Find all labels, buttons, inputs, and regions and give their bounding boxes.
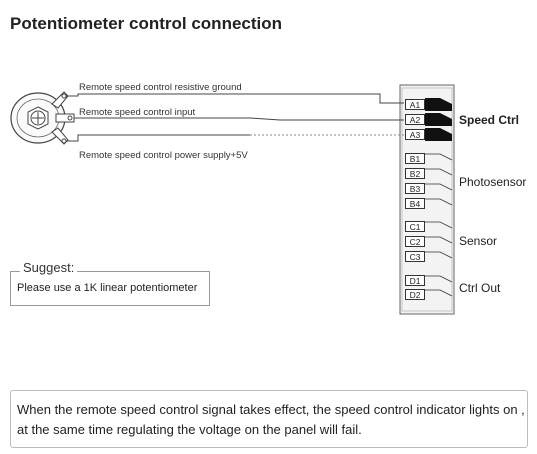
power-wire-label: Remote speed control power supply+5V [79, 150, 248, 161]
pin-c2: C2 [405, 236, 425, 247]
pin-a3: A3 [405, 129, 425, 140]
ctrl-out-label: Ctrl Out [459, 281, 501, 295]
ground-wire [66, 93, 404, 104]
pin-c3: C3 [405, 251, 425, 262]
pin-b1: B1 [405, 153, 425, 164]
pin-b4: B4 [405, 198, 425, 209]
page-title: Potentiometer control connection [10, 14, 283, 33]
input-wire [74, 117, 404, 121]
suggest-box [10, 271, 210, 306]
note-box [10, 390, 528, 448]
pin-a2: A2 [405, 114, 425, 125]
input-wire-label: Remote speed control input [79, 107, 196, 118]
power-wire-solid [66, 134, 250, 142]
pin-c1: C1 [405, 221, 425, 232]
pin-d1: D1 [405, 275, 425, 286]
suggest-legend: Suggest: [20, 260, 78, 275]
note-text: When the remote speed control signal tak… [17, 402, 525, 437]
photosensor-label: Photosensor [459, 175, 527, 189]
pin-b2: B2 [405, 168, 425, 179]
suggest-text: Please use a 1K linear potentiometer [17, 282, 198, 294]
pin-d2: D2 [405, 289, 425, 300]
pin-a1: A1 [405, 99, 425, 110]
sensor-label: Sensor [459, 234, 498, 248]
speed-ctrl-label: Speed Ctrl [459, 113, 520, 127]
ground-wire-label: Remote speed control resistive ground [79, 82, 242, 93]
potentiometer-icon [10, 91, 75, 145]
pin-b3: B3 [405, 183, 425, 194]
